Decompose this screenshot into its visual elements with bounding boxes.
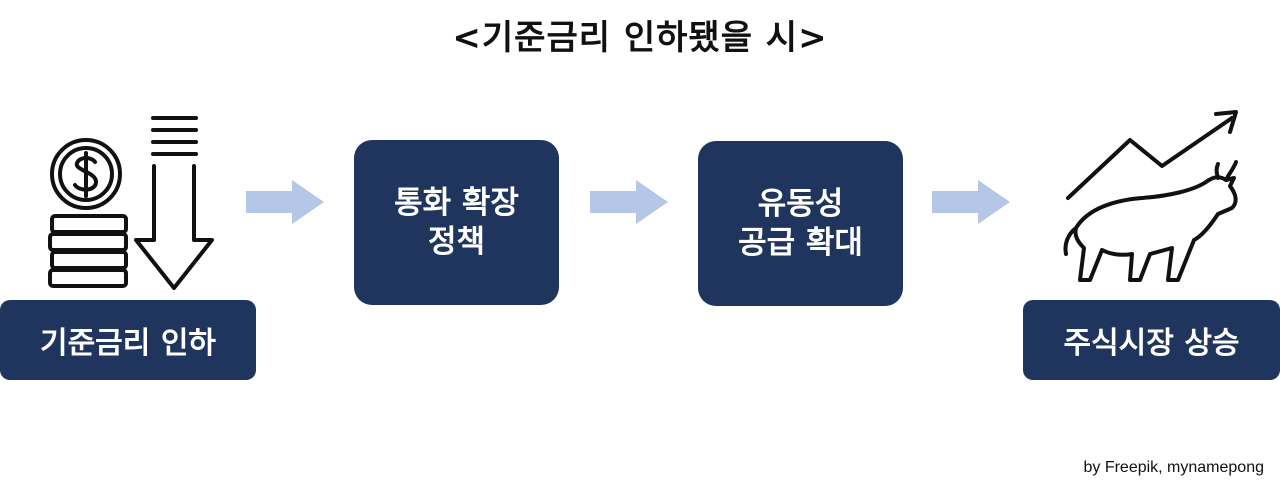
step-liquidity-expansion: 유동성 공급 확대 (698, 141, 903, 306)
step-liquidity-expansion-line-1: 유동성 (757, 185, 844, 222)
step-liquidity-expansion-line-2: 공급 확대 (738, 224, 863, 261)
coin-stack-down-arrow-icon (48, 116, 214, 290)
step-monetary-easing: 통화 확장 정책 (354, 140, 559, 305)
diagram-title: <기준금리 인하됐을 시> (452, 18, 828, 58)
right-arrow-icon (932, 180, 1010, 224)
bull-market-rising-arrow-icon (1063, 110, 1238, 282)
step-rate-cut-label: 기준금리 인하 (39, 326, 217, 361)
step-stock-market-rise-label: 주식시장 상승 (1063, 326, 1240, 361)
step-monetary-easing-line-2: 정책 (427, 223, 486, 260)
right-arrow-icon (590, 180, 668, 224)
right-arrow-icon (246, 180, 324, 224)
step-monetary-easing-line-1: 통화 확장 (394, 184, 519, 221)
step-stock-market-rise: 주식시장 상승 (1023, 300, 1280, 380)
image-credit: by Freepik, mynamepong (1083, 459, 1264, 476)
step-rate-cut: 기준금리 인하 (0, 300, 256, 380)
